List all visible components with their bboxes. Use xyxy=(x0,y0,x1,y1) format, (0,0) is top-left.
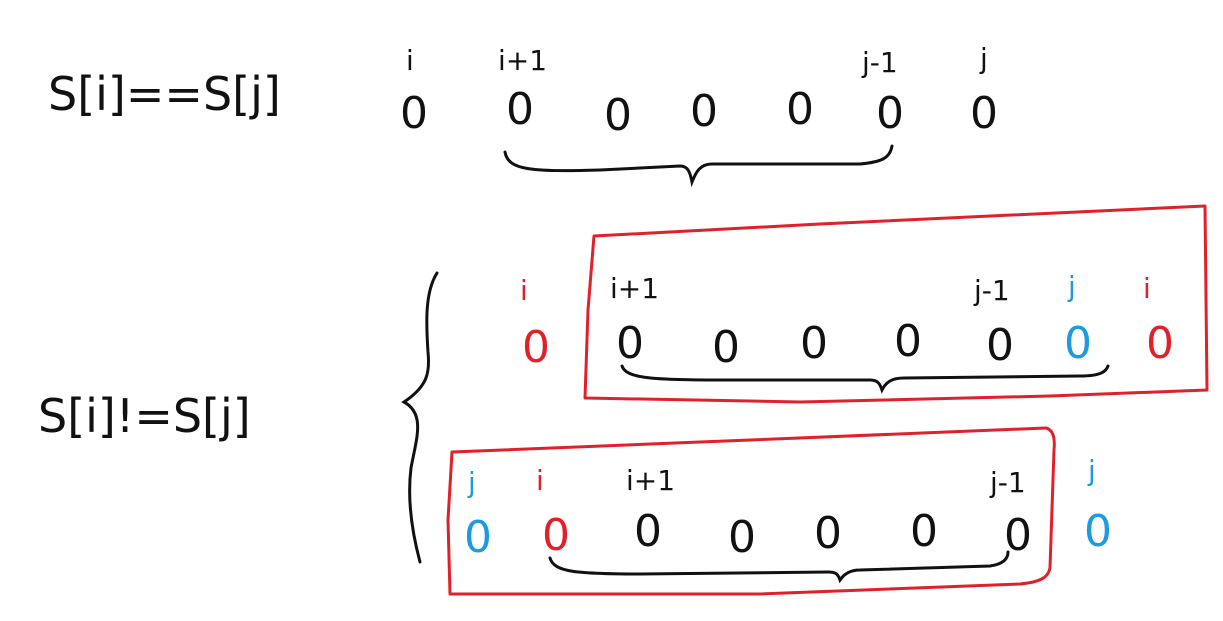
condition-equal: S[i]==S[j] xyxy=(48,67,281,121)
cell: 0 xyxy=(1146,318,1174,369)
cell: 0 xyxy=(616,318,644,369)
cell: 0 xyxy=(800,318,828,369)
cell: 0 xyxy=(400,88,428,139)
underbrace-top xyxy=(620,364,1110,394)
cell: 0 xyxy=(876,88,904,139)
cell: 0 xyxy=(604,90,632,141)
cell: 0 xyxy=(814,508,842,559)
label-j: j xyxy=(979,42,988,75)
cell: 0 xyxy=(786,84,814,135)
cell: 0 xyxy=(1064,318,1092,369)
label-i: i xyxy=(1143,272,1151,305)
underbrace-bottom xyxy=(548,550,1010,584)
cell: 0 xyxy=(506,84,534,135)
cell: 0 xyxy=(1084,506,1112,557)
condition-not-equal: S[i]!=S[j] xyxy=(38,389,251,443)
cell: 0 xyxy=(464,512,492,563)
cell: 0 xyxy=(728,512,756,563)
label-i-plus-1: i+1 xyxy=(626,464,675,497)
label-j-minus-1: j-1 xyxy=(861,46,898,79)
label-i: i xyxy=(520,274,528,307)
cell: 0 xyxy=(634,506,662,557)
cell: 0 xyxy=(712,322,740,373)
red-box-top xyxy=(583,204,1209,404)
label-i: i xyxy=(536,464,544,497)
label-j-minus-1: j-1 xyxy=(973,274,1010,307)
label-j: j xyxy=(467,466,476,499)
red-box-bottom xyxy=(446,426,1056,596)
underbrace-equal xyxy=(503,144,894,188)
curly-brace xyxy=(401,271,439,564)
cell: 0 xyxy=(910,506,938,557)
cell: 0 xyxy=(522,322,550,373)
label-i: i xyxy=(406,44,414,77)
label-j: j xyxy=(1067,270,1076,303)
cell: 0 xyxy=(986,320,1014,371)
cell: 0 xyxy=(970,88,998,139)
cell: 0 xyxy=(542,510,570,561)
cell: 0 xyxy=(690,86,718,137)
label-j: j xyxy=(1087,454,1096,487)
label-i-plus-1: i+1 xyxy=(610,272,659,305)
cell: 0 xyxy=(894,316,922,367)
label-i-plus-1: i+1 xyxy=(498,44,547,77)
label-j-minus-1: j-1 xyxy=(989,466,1026,499)
